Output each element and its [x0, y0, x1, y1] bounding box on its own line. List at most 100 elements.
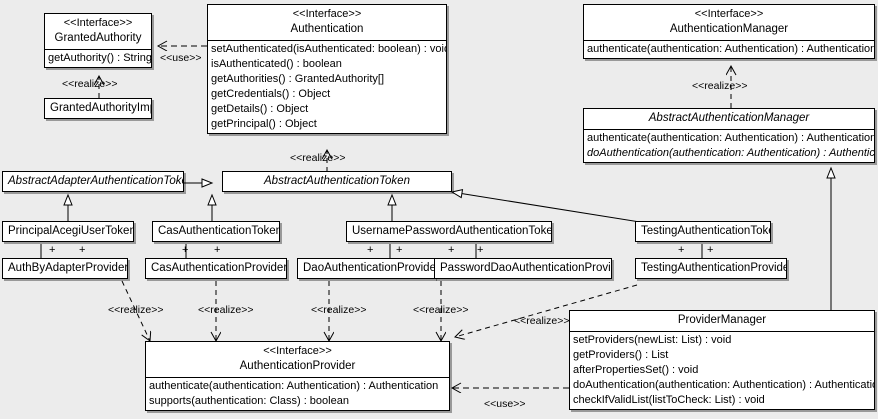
operation: afterPropertiesSet() : void [573, 364, 699, 376]
class-abstract-authentication-token[interactable]: AbstractAuthenticationToken [222, 171, 452, 192]
operation: getAuthorities() : GrantedAuthority[] [211, 73, 385, 85]
multiplicity-mark: + [182, 244, 189, 256]
class-operations: getAuthority() : String [45, 49, 151, 67]
class-username-password-authentication-token[interactable]: UsernamePasswordAuthenticationToken [346, 221, 552, 242]
edge-label-realize-auth-by-adapter: <<realize>> [108, 304, 164, 316]
class-name: AuthenticationProvider [239, 360, 356, 372]
operation: getProviders() : List [573, 349, 669, 361]
class-granted-authority[interactable]: <<Interface>> GrantedAuthority getAuthor… [44, 13, 152, 68]
class-authentication-manager[interactable]: <<Interface>> AuthenticationManager auth… [583, 4, 875, 59]
multiplicity-mark: + [448, 244, 455, 256]
class-name: GrantedAuthority [54, 32, 142, 44]
class-name: AbstractAuthenticationManager [648, 112, 810, 124]
class-operations: authenticate(authentication: Authenticat… [584, 40, 874, 58]
class-name: GrantedAuthorityImpl [50, 102, 152, 114]
class-header: AbstractAuthenticationManager [584, 109, 874, 129]
class-header: PasswordDaoAuthenticationProvider [435, 259, 611, 278]
operation: getAuthority() : String [48, 52, 151, 64]
class-testing-authentication-provider[interactable]: TestingAuthenticationProvider [635, 258, 787, 279]
class-name: AuthenticationManager [669, 23, 789, 35]
edge-label-realize-cas-provider: <<realize>> [198, 304, 254, 316]
class-operations: authenticate(authentication: Authenticat… [584, 129, 874, 162]
class-header: CasAuthenticationToken [153, 222, 279, 241]
operation: supports(authentication: Class) : boolea… [149, 395, 349, 407]
edge-testingauthenticationtoken-extends-abstractauthenticationtoken [450, 188, 641, 223]
class-header: AbstractAdapterAuthenticationToken [3, 172, 183, 191]
edge-label-use-granted: <<use>> [160, 52, 202, 64]
class-header: AbstractAuthenticationToken [223, 172, 451, 191]
operation: authenticate(authentication: Authenticat… [587, 43, 874, 55]
operation: getPrincipal() : Object [211, 118, 317, 130]
class-header: AuthByAdapterProvider [3, 259, 127, 278]
operation: doAuthentication(authentication: Authent… [587, 147, 874, 159]
operation: setProviders(newList: List) : void [573, 334, 732, 346]
class-authentication-provider[interactable]: <<Interface>> AuthenticationProvider aut… [145, 341, 450, 411]
class-header: PrincipalAcegiUserToken [3, 222, 133, 241]
class-stereotype: <<Interface>> [292, 8, 362, 20]
class-name: DaoAuthenticationProvider [303, 262, 435, 274]
class-auth-by-adapter-provider[interactable]: AuthByAdapterProvider [2, 258, 128, 279]
class-stereotype: <<Interface>> [694, 8, 764, 20]
class-abstract-adapter-authentication-token[interactable]: AbstractAdapterAuthenticationToken [2, 171, 184, 192]
class-granted-authority-impl[interactable]: GrantedAuthorityImpl [44, 98, 152, 119]
multiplicity-mark: + [49, 244, 56, 256]
multiplicity-mark: + [367, 244, 374, 256]
class-header: <<Interface>> AuthenticationProvider [146, 342, 449, 377]
class-name: AbstractAdapterAuthenticationToken [8, 175, 184, 187]
class-name: CasAuthenticationToken [158, 225, 280, 237]
class-principal-acegi-user-token[interactable]: PrincipalAcegiUserToken [2, 221, 134, 242]
class-authentication[interactable]: <<Interface>> Authentication setAuthenti… [207, 4, 447, 134]
class-name: Authentication [290, 23, 364, 35]
class-name: PrincipalAcegiUserToken [8, 225, 134, 237]
multiplicity-mark: + [214, 244, 221, 256]
class-password-dao-authentication-provider[interactable]: PasswordDaoAuthenticationProvider [434, 258, 612, 279]
class-name: CasAuthenticationProvider [151, 262, 287, 274]
multiplicity-mark: + [707, 244, 714, 256]
class-stereotype: <<Interface>> [63, 17, 133, 29]
edge-label-realize-abstract-authentication-token: <<realize>> [290, 152, 346, 164]
multiplicity-mark: + [477, 244, 484, 256]
operation: authenticate(authentication: Authenticat… [149, 380, 439, 392]
class-name: UsernamePasswordAuthenticationToken [352, 225, 552, 237]
class-header: <<Interface>> GrantedAuthority [45, 14, 151, 49]
class-name: PasswordDaoAuthenticationProvider [440, 262, 612, 274]
class-dao-authentication-provider[interactable]: DaoAuthenticationProvider [297, 258, 435, 279]
class-header: TestingAuthenticationProvider [636, 259, 786, 278]
edge-label-realize-abstract-authentication-manager: <<realize>> [692, 80, 748, 92]
multiplicity-mark: + [396, 244, 403, 256]
class-operations: setAuthenticated(isAuthenticated: boolea… [208, 40, 446, 133]
edge-label-realize-granted-authority-impl: <<realize>> [62, 78, 118, 90]
operation: isAuthenticated() : boolean [211, 58, 342, 70]
class-cas-authentication-provider[interactable]: CasAuthenticationProvider [145, 258, 287, 279]
class-cas-authentication-token[interactable]: CasAuthenticationToken [152, 221, 280, 242]
class-operations: authenticate(authentication: Authenticat… [146, 377, 449, 410]
class-header: <<Interface>> Authentication [208, 5, 446, 40]
class-name: AbstractAuthenticationToken [264, 175, 410, 187]
edge-label-realize-dao-provider: <<realize>> [311, 304, 367, 316]
multiplicity-mark: + [79, 244, 86, 256]
edge-label-use-provider-manager: <<use>> [484, 398, 526, 410]
operation: getDetails() : Object [211, 103, 309, 115]
operation: checkIfValidList(listToCheck: List) : vo… [573, 394, 765, 406]
edge-label-realize-password-dao-provider: <<realize>> [413, 304, 469, 316]
class-header: UsernamePasswordAuthenticationToken [347, 222, 551, 241]
operation: setAuthenticated(isAuthenticated: boolea… [211, 43, 446, 55]
operation: doAuthentication(authentication: Authent… [573, 379, 874, 391]
class-name: AuthByAdapterProvider [8, 262, 128, 274]
class-name: TestingAuthenticationToken [641, 225, 771, 237]
class-provider-manager[interactable]: ProviderManager setProviders(newList: Li… [569, 310, 875, 410]
class-name: ProviderManager [677, 314, 767, 326]
class-name: TestingAuthenticationProvider [641, 262, 787, 274]
class-stereotype: <<Interface>> [263, 345, 332, 357]
class-header: DaoAuthenticationProvider [298, 259, 434, 278]
class-header: <<Interface>> AuthenticationManager [584, 5, 874, 40]
class-abstract-authentication-manager[interactable]: AbstractAuthenticationManager authentica… [583, 108, 875, 163]
multiplicity-mark: + [678, 244, 685, 256]
class-testing-authentication-token[interactable]: TestingAuthenticationToken [635, 221, 771, 242]
class-header: GrantedAuthorityImpl [45, 99, 151, 118]
operation: authenticate(authentication: Authenticat… [587, 132, 874, 144]
class-header: TestingAuthenticationToken [636, 222, 770, 241]
class-header: CasAuthenticationProvider [146, 259, 286, 278]
class-header: ProviderManager [570, 311, 874, 331]
